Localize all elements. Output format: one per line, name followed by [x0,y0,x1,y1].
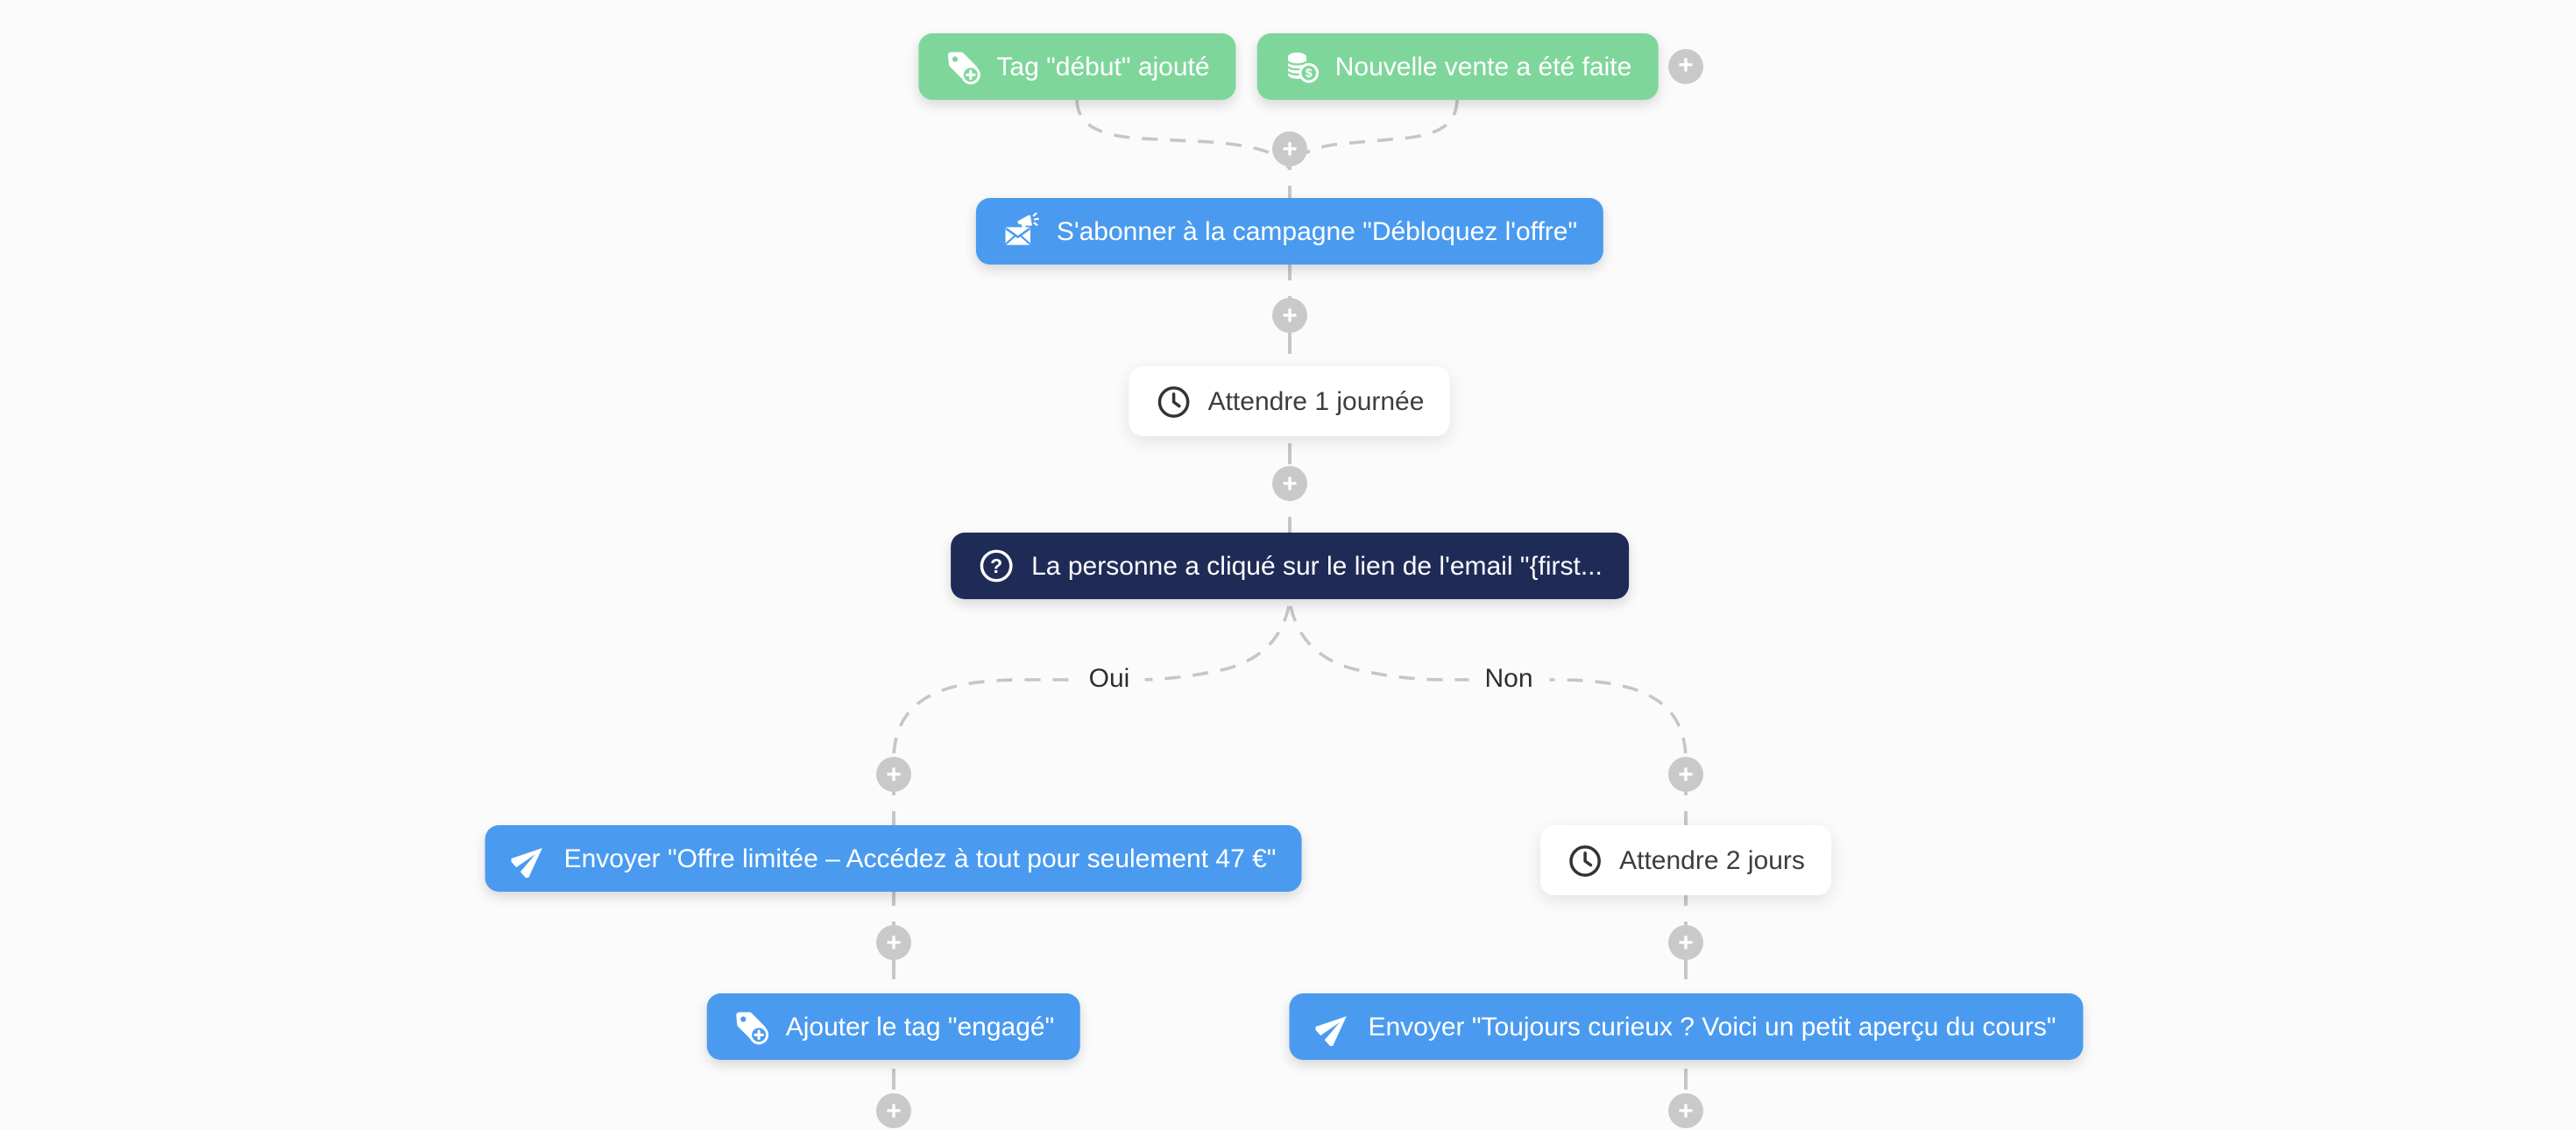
plus-icon [1678,53,1694,79]
tag-plus-icon [736,1011,769,1044]
add-step-button[interactable] [1272,131,1307,166]
add-step-button[interactable] [1668,757,1703,792]
svg-text:?: ? [990,554,1002,577]
trigger-label: Nouvelle vente a été faite [1334,52,1632,81]
tag-plus-icon [946,51,980,84]
plus-icon [1282,136,1298,162]
coins-dollar-icon: $ [1286,52,1319,82]
clock-icon [1569,844,1601,876]
wait-node-1-day[interactable]: Attendre 1 journée [1129,366,1451,436]
add-step-button[interactable] [1668,1093,1703,1128]
add-step-button[interactable] [876,925,911,960]
add-step-button[interactable] [1668,925,1703,960]
send-icon [1315,1015,1347,1045]
action-node-send-offer-email[interactable]: Envoyer "Offre limitée – Accédez à tout … [485,825,1303,892]
action-node-subscribe-campaign[interactable]: S'abonner à la campagne "Débloquez l'off… [975,198,1604,265]
condition-node-email-clicked[interactable]: ? La personne a cliqué sur le lien de l'… [951,533,1629,599]
add-step-button[interactable] [1272,298,1307,333]
action-node-send-curious-email[interactable]: Envoyer "Toujours curieux ? Voici un pet… [1289,993,2083,1060]
trigger-node-new-sale[interactable]: $ Nouvelle vente a été faite [1256,33,1659,100]
send-icon [511,847,542,877]
plus-icon [886,929,902,956]
branch-label-no: Non [1468,664,1549,696]
clock-icon [1157,385,1190,417]
step-label: Attendre 1 journée [1207,386,1425,416]
step-label: Attendre 2 jours [1619,845,1805,875]
plus-icon [1678,929,1694,956]
trigger-node-tag-added[interactable]: Tag "début" ajouté [917,33,1236,100]
plus-icon [886,761,902,787]
svg-text:$: $ [1305,65,1312,79]
plus-icon [886,1098,902,1124]
action-node-add-tag[interactable]: Ajouter le tag "engagé" [706,993,1081,1060]
branch-label-yes: Oui [1072,664,1146,696]
step-label: La personne a cliqué sur le lien de l'em… [1031,551,1603,581]
step-label: Envoyer "Offre limitée – Accédez à tout … [563,844,1277,873]
wait-node-2-days[interactable]: Attendre 2 jours [1540,825,1831,895]
step-label: S'abonner à la campagne "Débloquez l'off… [1056,216,1578,246]
add-step-button[interactable] [876,757,911,792]
add-step-button[interactable] [1272,466,1307,501]
campaign-email-icon [1005,212,1039,245]
plus-icon [1678,1098,1694,1124]
add-trigger-button[interactable] [1668,48,1703,83]
step-label: Ajouter le tag "engagé" [785,1012,1055,1042]
trigger-label: Tag "début" ajouté [996,52,1210,81]
plus-icon [1282,470,1298,497]
step-label: Envoyer "Toujours curieux ? Voici un pet… [1368,1012,2056,1042]
plus-icon [1678,761,1694,787]
add-step-button[interactable] [876,1093,911,1128]
question-icon: ? [980,549,1013,583]
plus-icon [1282,302,1298,328]
